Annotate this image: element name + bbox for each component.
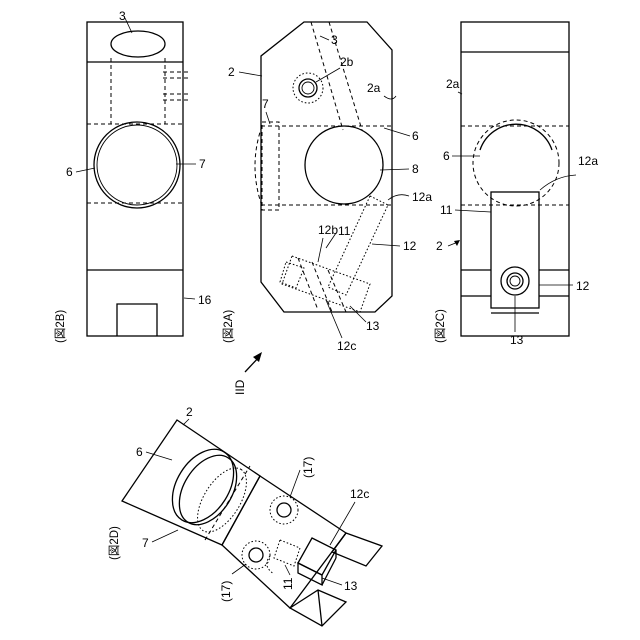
figure-2b: 3 6 7 16 (図2B) xyxy=(54,9,212,343)
figure-2a: 2 3 2b 2a 7 6 8 12a 11 12b 12 13 12c (図2… xyxy=(222,22,432,353)
fig2c-screw-13-inner xyxy=(510,276,520,286)
fig2d-dotted-slot-11-curve xyxy=(267,556,274,574)
fig2c-label-2: 2 xyxy=(436,239,443,253)
fig2d-label-13: 13 xyxy=(344,579,358,593)
fig2c-hidden-circle-6 xyxy=(473,120,559,206)
fig2b-caption: (図2B) xyxy=(54,310,67,343)
fig2b-leader-3 xyxy=(125,18,132,33)
fig2d-bottom-tab-edge xyxy=(318,590,322,626)
fig2c-leader-12a xyxy=(540,175,576,190)
fig2a-dotted-pocket-12b xyxy=(282,256,370,312)
fig2b-body-outline xyxy=(87,22,183,336)
fig2a-dotted-small-12c xyxy=(280,262,304,288)
view-arrow-label: IID xyxy=(233,379,247,395)
fig2a-label-7: 7 xyxy=(262,97,269,111)
fig2d-leader-7 xyxy=(152,530,178,542)
fig2a-leader-2b xyxy=(316,68,340,82)
fig2b-label-6: 6 xyxy=(66,165,73,179)
fig2a-label-11: 11 xyxy=(338,224,351,238)
fig2a-leader-3 xyxy=(320,36,329,40)
fig2a-leader-8 xyxy=(380,169,409,170)
fig2d-label-2: 2 xyxy=(186,405,193,419)
fig2a-hidden-diag-1 xyxy=(298,258,318,310)
fig2b-label-3: 3 xyxy=(119,9,126,23)
fig2a-label-6: 6 xyxy=(412,129,419,143)
fig2b-label-16: 16 xyxy=(198,293,212,307)
fig2a-leader-6 xyxy=(384,128,410,136)
fig2d-body-outline xyxy=(122,420,260,545)
fig2c-screw-13-outer xyxy=(501,267,529,295)
fig2d-leader-2 xyxy=(183,419,189,425)
fig2b-oval-hole-3 xyxy=(111,31,165,57)
fig2a-label-2b: 2b xyxy=(340,55,354,69)
fig2d-hole-17-lower xyxy=(249,548,263,562)
fig2a-leader-12a xyxy=(388,195,409,200)
figure-2c: 2a 6 12a 11 2 12 13 (図2C) xyxy=(434,22,598,347)
fig2a-leader-12b xyxy=(318,238,323,262)
fig2a-leader-12c xyxy=(326,300,342,338)
fig2a-leader-12 xyxy=(372,244,400,246)
fig2d-leader-17-upper xyxy=(290,470,300,497)
fig2a-label-12b: 12b xyxy=(318,223,338,237)
view-direction-indicator: IID xyxy=(233,352,262,395)
fig2b-bottom-notch xyxy=(117,304,157,336)
fig2c-label-6: 6 xyxy=(443,149,450,163)
fig2d-bore-6 xyxy=(160,438,246,533)
fig2d-leader-13 xyxy=(322,578,342,585)
fig2c-label-12: 12 xyxy=(576,279,590,293)
fig2a-caption: (図2A) xyxy=(222,310,235,343)
fig2d-label-17-lower: (17) xyxy=(219,581,233,602)
fig2d-label-12c: 12c xyxy=(350,487,369,501)
fig2a-leader-2a xyxy=(384,96,396,99)
fig2c-tab-11 xyxy=(491,192,539,308)
fig2a-label-2a: 2a xyxy=(367,81,381,95)
fig2c-label-2a: 2a xyxy=(446,77,460,91)
fig2a-hole-2b-inner xyxy=(302,82,314,94)
fig2a-hole-2b-dotted xyxy=(293,73,323,103)
fig2a-leader-2 xyxy=(239,72,262,76)
fig2a-label-3: 3 xyxy=(331,33,338,47)
fig2d-bore-7 xyxy=(168,445,249,535)
fig2c-label-12a: 12a xyxy=(578,154,598,168)
fig2a-bore-circle-8 xyxy=(305,126,383,204)
fig2a-dotted-bore-11 xyxy=(328,196,388,295)
fig2d-label-11: 11 xyxy=(281,577,295,590)
fig2d-dotted-slot-11 xyxy=(274,540,300,566)
fig2d-label-7: 7 xyxy=(142,536,149,550)
fig2b-leader-6 xyxy=(76,168,95,172)
figure-2d: 2 6 7 (17) (17) 12c 13 11 (図2D) xyxy=(108,405,382,626)
fig2a-label-2: 2 xyxy=(228,65,235,79)
fig2a-label-12: 12 xyxy=(403,239,417,253)
fig2d-leader-17-lower xyxy=(232,564,246,574)
fig2c-caption: (図2C) xyxy=(434,309,447,343)
fig2a-label-8: 8 xyxy=(412,162,419,176)
fig2a-label-12a: 12a xyxy=(412,190,432,204)
fig2a-hidden-diag-3 xyxy=(328,270,346,312)
fig2c-screw-13-ring xyxy=(507,273,523,289)
fig2d-label-6: 6 xyxy=(136,445,143,459)
fig2d-label-17-upper: (17) xyxy=(301,457,315,478)
fig2a-leader-7 xyxy=(266,112,270,124)
fig2d-leader-11 xyxy=(285,565,290,575)
fig2b-bore-circle-6 xyxy=(94,122,180,208)
fig2d-hole-17-upper xyxy=(277,503,291,517)
fig2a-leader-13 xyxy=(350,306,366,322)
fig2a-hidden-pocket-7 xyxy=(262,122,279,210)
fig2b-leader-16 xyxy=(184,298,195,299)
fig2d-right-tab xyxy=(332,533,382,566)
fig2c-label-13: 13 xyxy=(510,333,524,347)
fig2d-caption: (図2D) xyxy=(108,526,121,560)
fig2c-label-11: 11 xyxy=(440,203,453,217)
fig2d-hole-17-upper-dotted xyxy=(270,496,298,524)
view-arrow-head-icon xyxy=(253,352,262,362)
fig2b-inner-circle-7 xyxy=(97,125,177,205)
fig2d-hole-17-lower-dotted xyxy=(242,541,270,569)
fig2a-label-12c: 12c xyxy=(337,339,356,353)
fig2b-label-7: 7 xyxy=(199,157,206,171)
fig2a-label-13: 13 xyxy=(366,319,380,333)
